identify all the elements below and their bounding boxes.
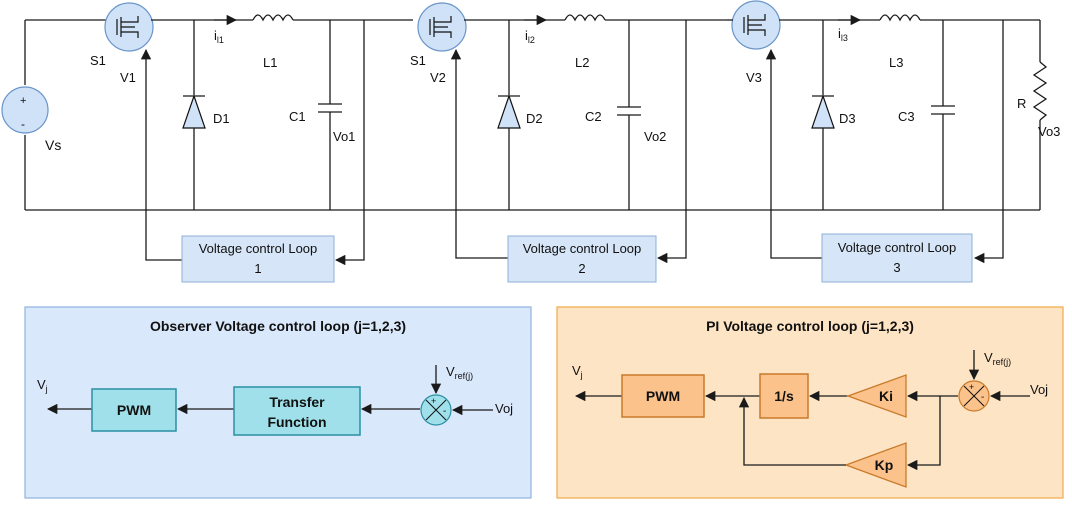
switch-label-2: S1 bbox=[410, 53, 426, 68]
diode-label-1: D1 bbox=[213, 111, 230, 126]
pi-summing-junction-icon: + - bbox=[958, 380, 990, 412]
observer-input-label: Voj bbox=[495, 401, 513, 416]
ki-gain-block bbox=[846, 374, 907, 418]
observer-panel: Observer Voltage control loop (j=1,2,3) … bbox=[24, 306, 532, 499]
svg-text:-: - bbox=[443, 406, 446, 417]
pi-input-label: Voj bbox=[1030, 382, 1048, 397]
stage-2: S1 V2 il2 L2 D2 C2 Vo2 Voltage control L… bbox=[410, 2, 727, 283]
observer-pwm-block bbox=[91, 388, 177, 432]
load-output-label: Vo3 bbox=[1038, 124, 1060, 139]
diode-label-3: D3 bbox=[839, 111, 856, 126]
gate-label-2: V2 bbox=[430, 70, 446, 85]
current-label-2: il2 bbox=[525, 28, 535, 45]
svg-text:-: - bbox=[981, 392, 984, 403]
output-label-1: Vo1 bbox=[333, 129, 355, 144]
capacitor-label-3: C3 bbox=[898, 109, 915, 124]
loop-label-3: Voltage control Loop bbox=[838, 240, 957, 255]
diode-d3-icon bbox=[811, 94, 835, 129]
loop-number-1: 1 bbox=[254, 261, 261, 276]
pi-pwm-block bbox=[621, 374, 705, 418]
observer-output-label: Vj bbox=[37, 377, 48, 394]
stage-1: S1 V1 il1 L1 D1 C1 Vo1 Voltage control L… bbox=[90, 2, 413, 283]
inductor-label-2: L2 bbox=[575, 55, 589, 70]
inductor-label-3: L3 bbox=[889, 55, 903, 70]
gate-label-3: V3 bbox=[746, 70, 762, 85]
switch-label-1: S1 bbox=[90, 53, 106, 68]
svg-text:+: + bbox=[431, 396, 436, 406]
ki-label: Ki bbox=[879, 388, 893, 404]
voltage-source-icon: + - bbox=[1, 86, 49, 134]
diode-label-2: D2 bbox=[526, 111, 543, 126]
inductor-l2-icon bbox=[564, 14, 606, 22]
svg-text:+: + bbox=[20, 95, 26, 107]
resistor-icon bbox=[1032, 61, 1048, 121]
observer-title: Observer Voltage control loop (j=1,2,3) bbox=[150, 318, 406, 334]
inductor-l1-icon bbox=[252, 14, 294, 22]
current-label-1: il1 bbox=[214, 28, 224, 45]
observer-summing-junction-icon: + - bbox=[420, 394, 452, 426]
integrator-label: 1/s bbox=[774, 388, 794, 404]
source-label: Vs bbox=[45, 137, 61, 153]
current-label-3: il3 bbox=[838, 26, 848, 43]
integrator-block bbox=[759, 373, 809, 419]
pi-title: PI Voltage control loop (j=1,2,3) bbox=[706, 318, 914, 334]
load-label: R bbox=[1017, 96, 1026, 111]
capacitor-label-1: C1 bbox=[289, 109, 306, 124]
kp-gain-block bbox=[844, 442, 907, 488]
svg-text:+: + bbox=[969, 382, 974, 392]
pi-output-label: Vj bbox=[572, 363, 583, 380]
inductor-label-1: L1 bbox=[263, 55, 277, 70]
stage-3: V3 il3 L3 D3 C3 R Vo3 Voltage control Lo… bbox=[727, 0, 1060, 283]
voltage-loop-box-3 bbox=[821, 233, 973, 283]
loop-number-3: 3 bbox=[893, 260, 900, 275]
loop-label-2: Voltage control Loop bbox=[523, 241, 642, 256]
tf-label-line2: Function bbox=[267, 414, 326, 430]
voltage-loop-box-2 bbox=[507, 235, 657, 283]
inductor-l3-icon bbox=[879, 14, 921, 22]
output-label-2: Vo2 bbox=[644, 129, 666, 144]
gate-label-1: V1 bbox=[120, 70, 136, 85]
pi-panel: PI Voltage control loop (j=1,2,3) Vj PWM… bbox=[556, 306, 1064, 499]
observer-pwm-label: PWM bbox=[117, 402, 151, 418]
pi-pwm-label: PWM bbox=[646, 388, 680, 404]
tf-label-line1: Transfer bbox=[269, 394, 325, 410]
capacitor-label-2: C2 bbox=[585, 109, 602, 124]
loop-label-1: Voltage control Loop bbox=[199, 241, 318, 256]
observer-ref-label: Vref(j) bbox=[446, 364, 473, 381]
loop-number-2: 2 bbox=[578, 261, 585, 276]
pi-ref-label: Vref(j) bbox=[984, 350, 1011, 367]
diode-d2-icon bbox=[497, 94, 521, 129]
kp-label: Kp bbox=[875, 457, 894, 473]
transfer-function-block bbox=[233, 386, 361, 436]
svg-text:-: - bbox=[21, 117, 25, 131]
voltage-loop-box-1 bbox=[181, 235, 335, 283]
diode-d1-icon bbox=[182, 94, 206, 129]
